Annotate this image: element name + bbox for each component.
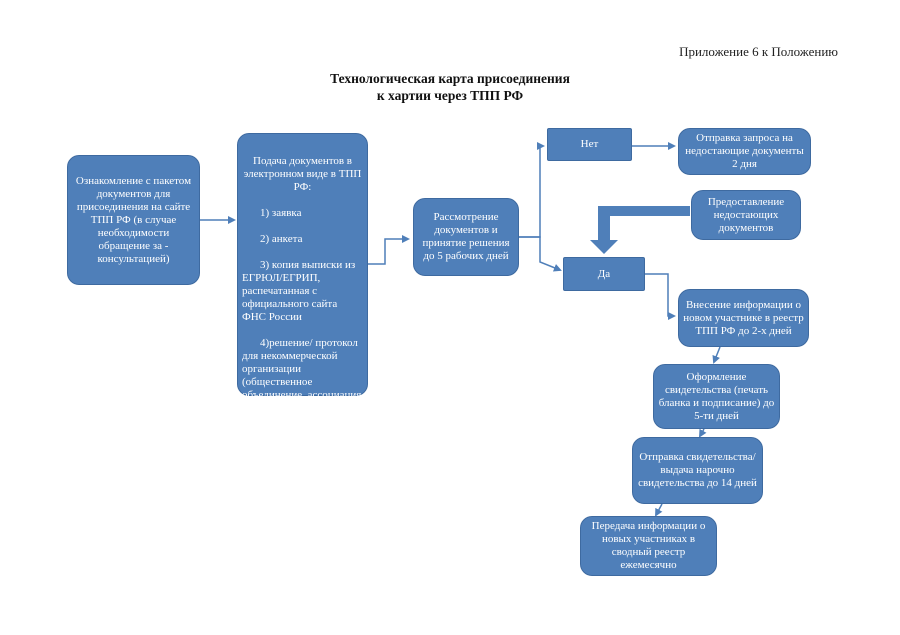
node-request-missing: Отправка запроса на недостающие документ… (678, 128, 811, 175)
submission-item-3: 3) копия выписки из ЕГРЮЛ/ЕГРИП, распеча… (242, 259, 356, 323)
arrow-3-to-no (519, 142, 545, 238)
arrow-certificate-to-send (699, 428, 707, 438)
submission-item-1: 1) заявка (260, 207, 302, 219)
node-transfer-info: Передача информации о новых участниках в… (580, 516, 717, 576)
arrow-yes-to-registry (645, 273, 676, 320)
title-line-1: Технологическая карта присоединения (330, 71, 570, 86)
node-certificate: Оформление свидетельства (печать бланка … (653, 364, 780, 429)
node-provide-missing-text: Предоставление недостающих документов (707, 195, 785, 234)
arrow-registry-to-certificate (712, 346, 721, 364)
arrow-provide-to-yes (590, 206, 690, 254)
node-no-text: Нет (580, 138, 599, 150)
arrow-send-to-transfer (655, 503, 663, 517)
arrow-3-to-yes (519, 236, 562, 272)
node-no: Нет (547, 128, 632, 161)
node-transfer-info-text: Передача информации о новых участниках в… (591, 520, 706, 571)
node-registry-entry: Внесение информации о новом участнике в … (678, 289, 809, 347)
node-submission-body: Подача документов в электронном виде в Т… (242, 142, 363, 428)
appendix-label: Приложение 6 к Положению (679, 44, 838, 59)
submission-item-4: 4)решение/ протокол для некоммерческой о… (242, 337, 362, 414)
node-request-missing-text: Отправка запроса на недостающие документ… (685, 132, 804, 170)
node-registry-entry-text: Внесение информации о новом участнике в … (683, 298, 804, 337)
node-familiarization-text: Ознакомление с пакетом документов для пр… (75, 174, 192, 265)
node-review: Рассмотрение документов и принятие решен… (413, 198, 519, 276)
node-certificate-text: Оформление свидетельства (печать бланка … (658, 370, 775, 422)
node-yes-text: Да (597, 267, 611, 280)
arrow-2-to-3 (368, 235, 410, 265)
node-provide-missing: Предоставление недостающих документов (691, 190, 801, 240)
node-send-certificate: Отправка свидетельства/ выдача нарочно с… (632, 437, 763, 504)
node-yes: Да (563, 257, 645, 291)
title-line-2: к хартии через ТПП РФ (376, 88, 524, 103)
submission-item-2: 2) анкета (260, 233, 303, 245)
page-title: Технологическая карта присоединения к ха… (250, 70, 650, 104)
node-submission: Подача документов в электронном виде в Т… (237, 133, 368, 414)
node-send-certificate-text: Отправка свидетельства/ выдача нарочно с… (638, 451, 757, 489)
node-familiarization: Ознакомление с пакетом документов для пр… (67, 155, 200, 285)
node-review-text: Рассмотрение документов и принятие решен… (422, 211, 510, 262)
submission-heading: Подача документов в электронном виде в Т… (243, 155, 362, 193)
